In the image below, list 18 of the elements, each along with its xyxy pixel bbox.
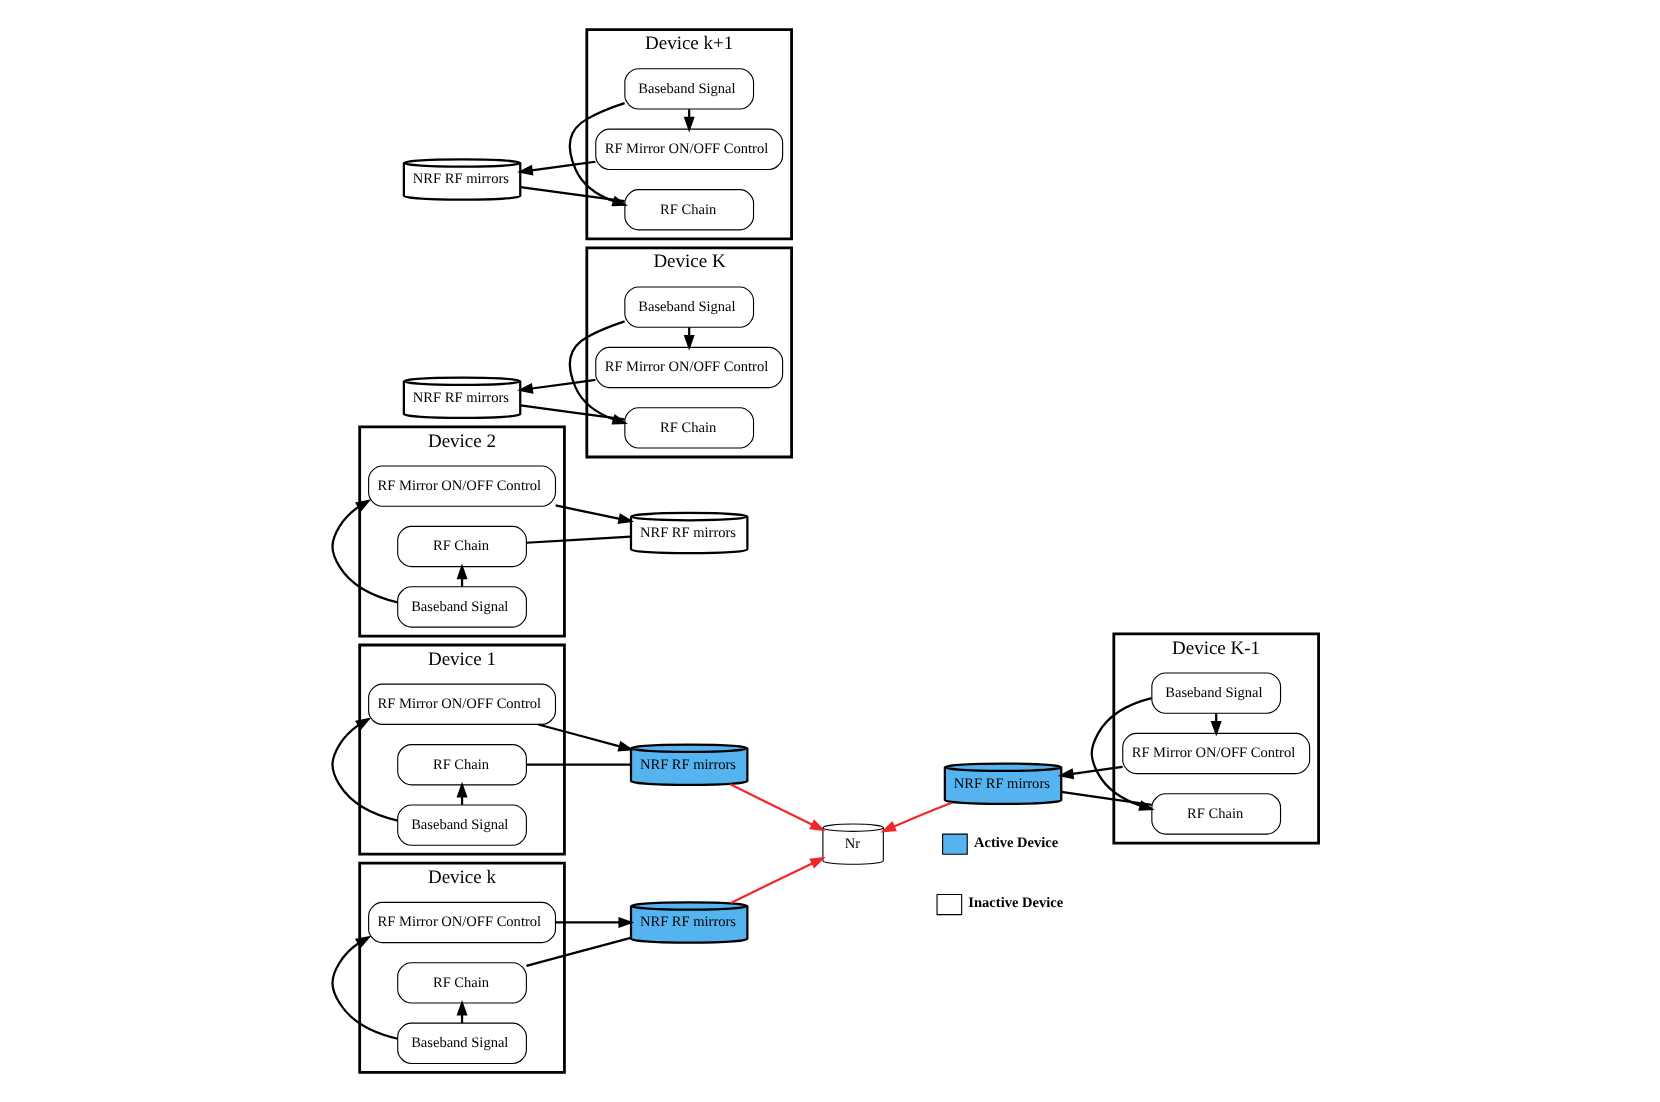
arrow [1057,765,1123,780]
arrow [517,378,596,394]
arrow [555,504,635,524]
connector [526,936,631,967]
arrow [730,856,826,904]
arrow [729,783,826,832]
connector [520,186,625,203]
arrow [517,160,596,176]
connector [526,535,631,544]
arrow [880,801,953,833]
arrow [331,499,398,604]
connector [520,404,625,421]
connector [1061,790,1152,806]
arrow [538,723,634,752]
arrow [331,935,398,1040]
arrow [555,917,635,928]
arrow [331,717,398,822]
connector [526,763,631,766]
